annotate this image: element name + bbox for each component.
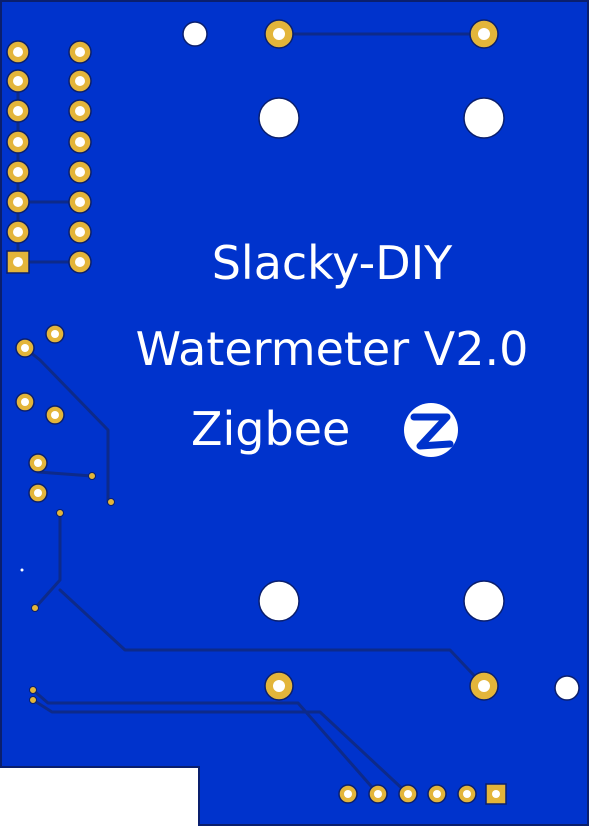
via xyxy=(107,498,115,506)
silk-protocol: Zigbee xyxy=(191,402,350,456)
vias xyxy=(20,472,115,704)
trace-bottom-1 xyxy=(31,688,380,796)
mounting-hole xyxy=(554,675,580,701)
trace-bottom-2 xyxy=(31,698,410,796)
trace-left-4 xyxy=(58,588,486,688)
mounting-hole xyxy=(463,97,505,139)
fiducial-dot xyxy=(20,568,24,572)
via xyxy=(29,696,37,704)
mounting-hole xyxy=(258,580,300,622)
via xyxy=(31,604,39,612)
mounting-hole xyxy=(182,21,208,47)
mounting-hole xyxy=(258,97,300,139)
trace-left-3 xyxy=(33,511,62,610)
silk-title: Slacky-DIY xyxy=(212,236,453,290)
via xyxy=(56,509,64,517)
mounting-holes xyxy=(182,21,580,701)
pad-drills xyxy=(13,28,500,798)
via xyxy=(29,686,37,694)
trace-left-2 xyxy=(36,470,94,478)
mounting-hole xyxy=(463,580,505,622)
zigbee-logo-icon xyxy=(404,403,458,457)
silk-subtitle: Watermeter V2.0 xyxy=(136,322,529,376)
via xyxy=(88,472,96,480)
